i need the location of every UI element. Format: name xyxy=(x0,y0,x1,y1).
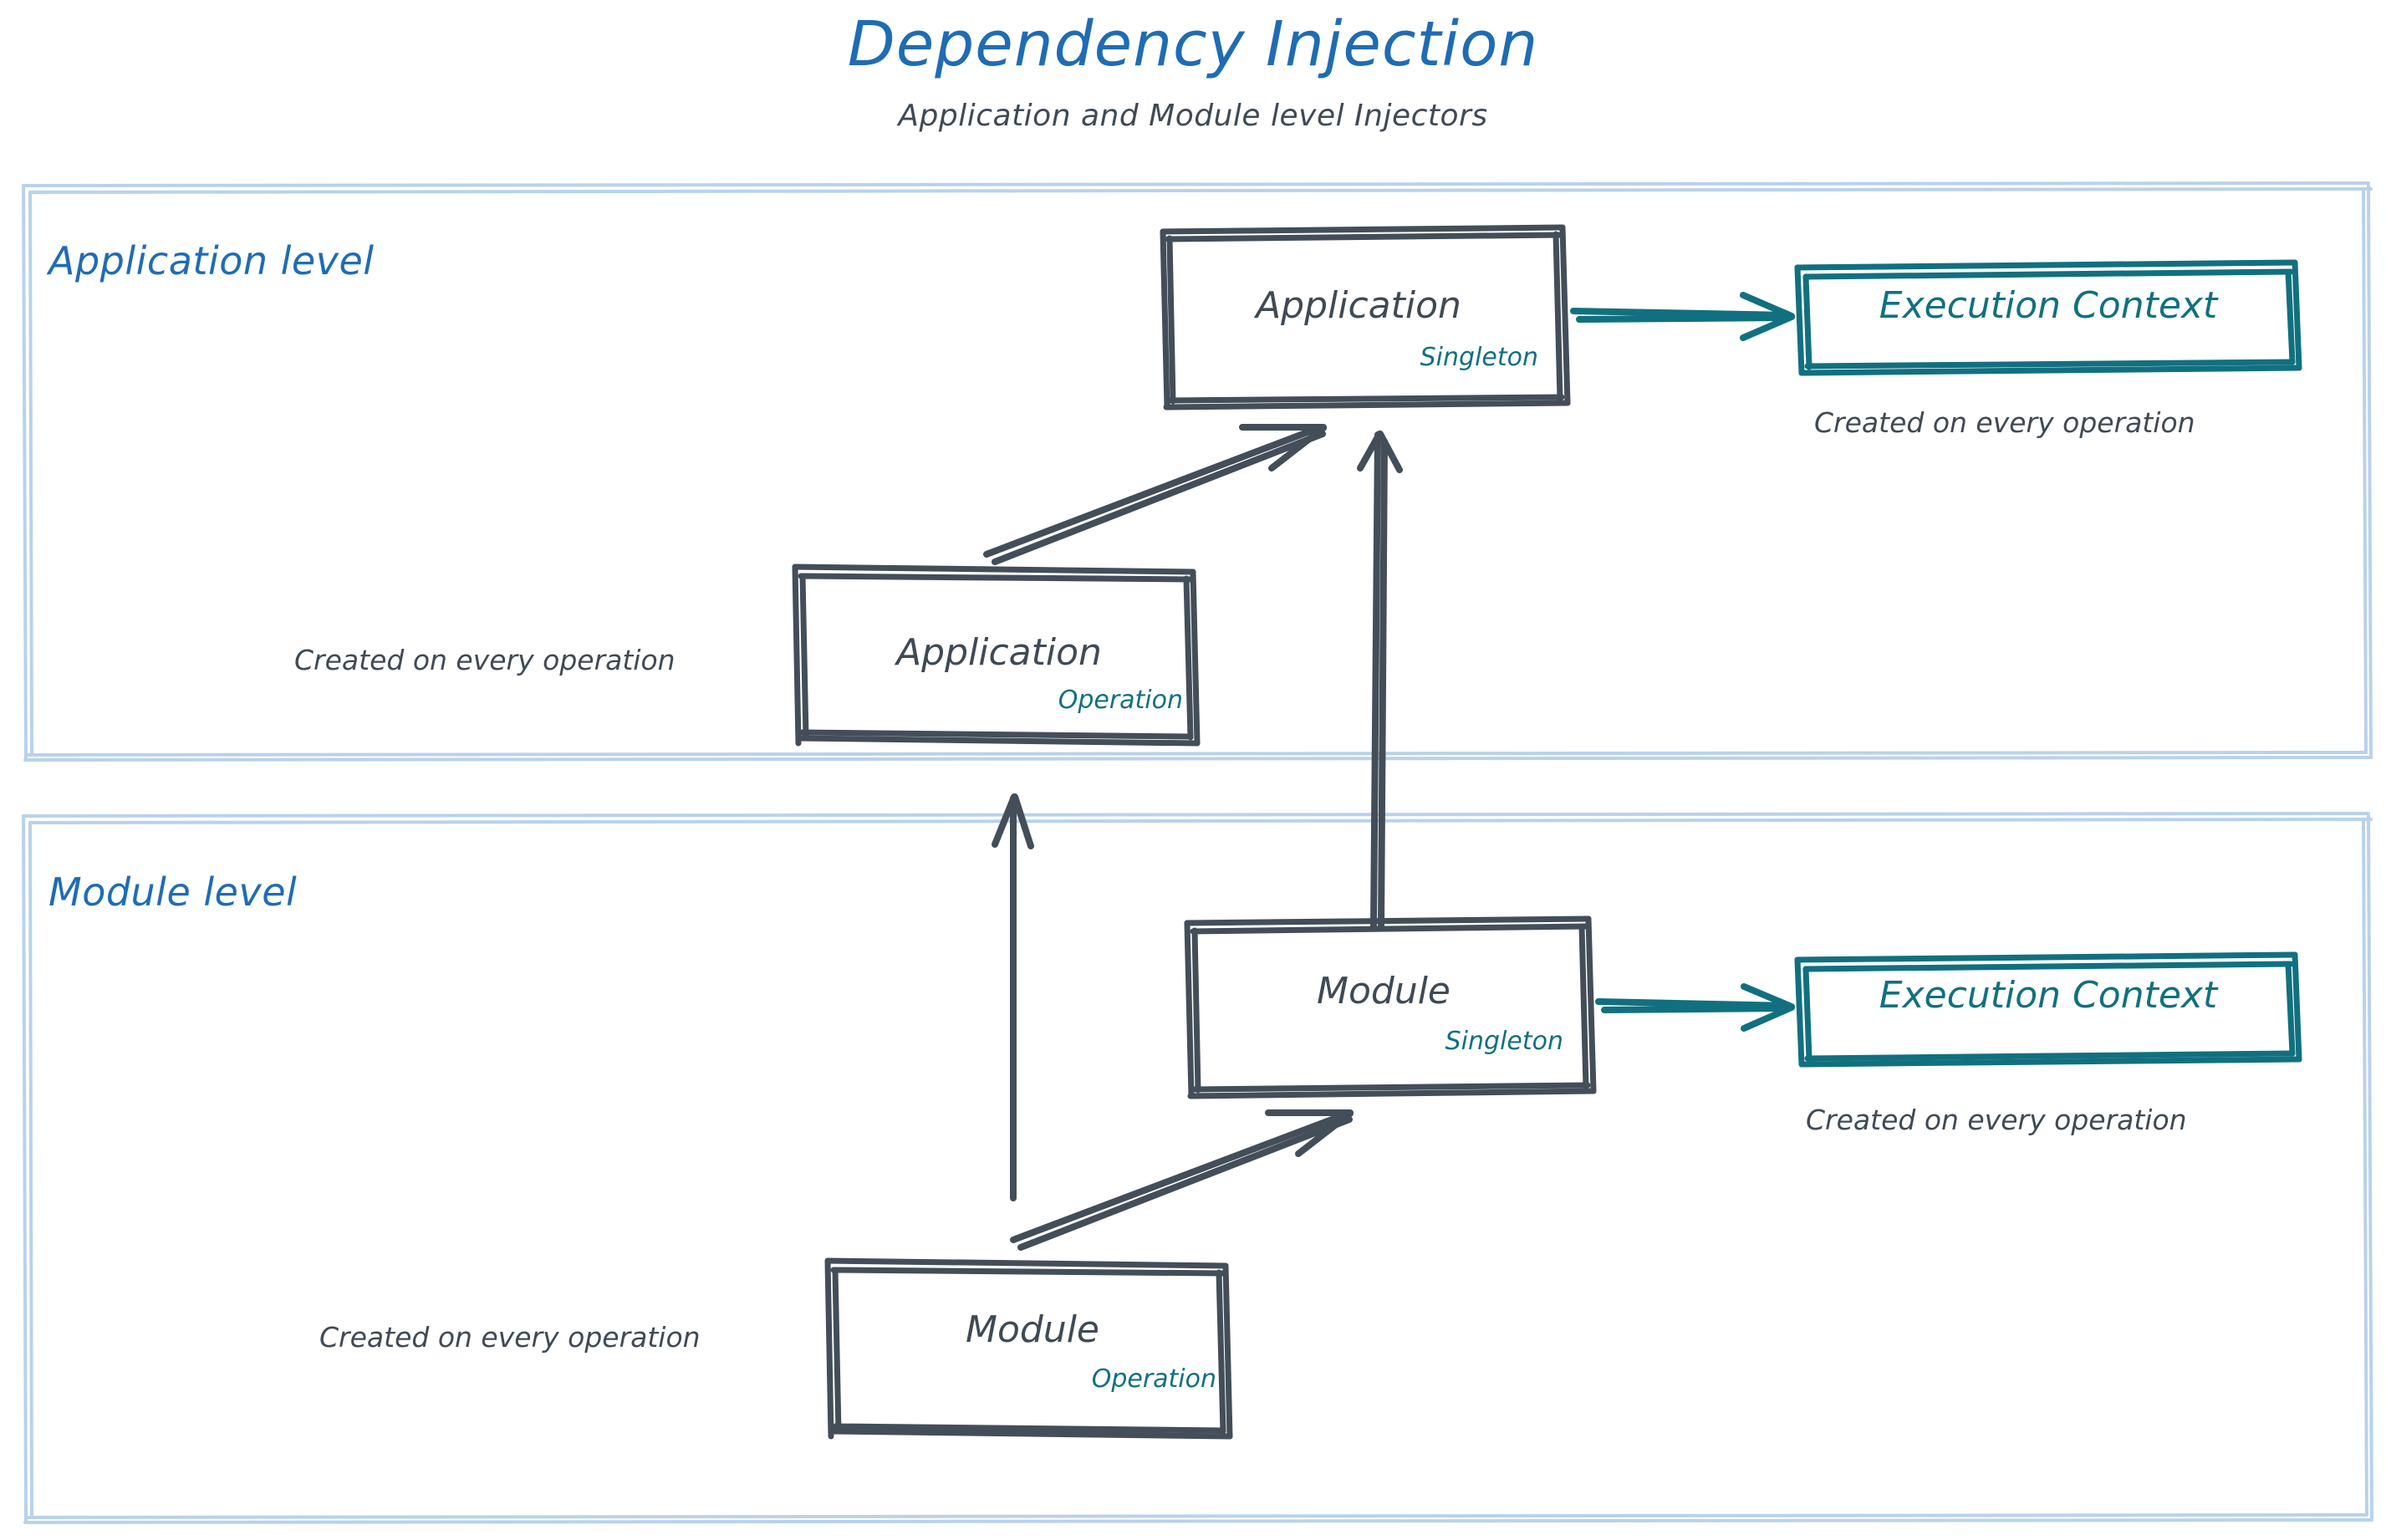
module-operation-label: Module xyxy=(966,1308,1099,1351)
edge-module-operation-to-singleton xyxy=(1010,1109,1354,1251)
panel-title-application-level: Application level xyxy=(48,238,375,283)
execution-context-module-label: Execution Context xyxy=(1879,974,2218,1017)
module-singleton-scope: Singleton xyxy=(1445,1027,1563,1056)
application-operation-scope: Operation xyxy=(1058,686,1183,715)
page-title: Dependency Injection xyxy=(847,8,1539,80)
module-operation-scope: Operation xyxy=(1091,1364,1216,1394)
execution-context-application-label: Execution Context xyxy=(1879,284,2218,327)
panel-module-level-frame xyxy=(22,812,2373,1524)
panel-title-module-level: Module level xyxy=(48,869,298,915)
application-singleton-label: Application xyxy=(1256,284,1461,327)
note-execution-context-module: Created on every operation xyxy=(1806,1104,2187,1136)
edge-application-to-execution-context xyxy=(1570,292,1795,341)
note-application-operation: Created on every operation xyxy=(294,644,676,676)
edge-application-operation-to-singleton xyxy=(983,424,1327,565)
application-operation-label: Application xyxy=(896,631,1102,674)
module-singleton-label: Module xyxy=(1317,970,1450,1012)
edge-module-singleton-to-application-singleton xyxy=(1357,431,1403,931)
edge-module-operation-to-application-operation xyxy=(992,793,1034,1201)
application-singleton-scope: Singleton xyxy=(1420,343,1538,372)
note-execution-context-application: Created on every operation xyxy=(1814,406,2195,439)
edge-module-to-execution-context xyxy=(1595,983,1795,1032)
page-subtitle: Application and Module level Injectors xyxy=(898,99,1488,133)
note-module-operation: Created on every operation xyxy=(319,1321,701,1354)
